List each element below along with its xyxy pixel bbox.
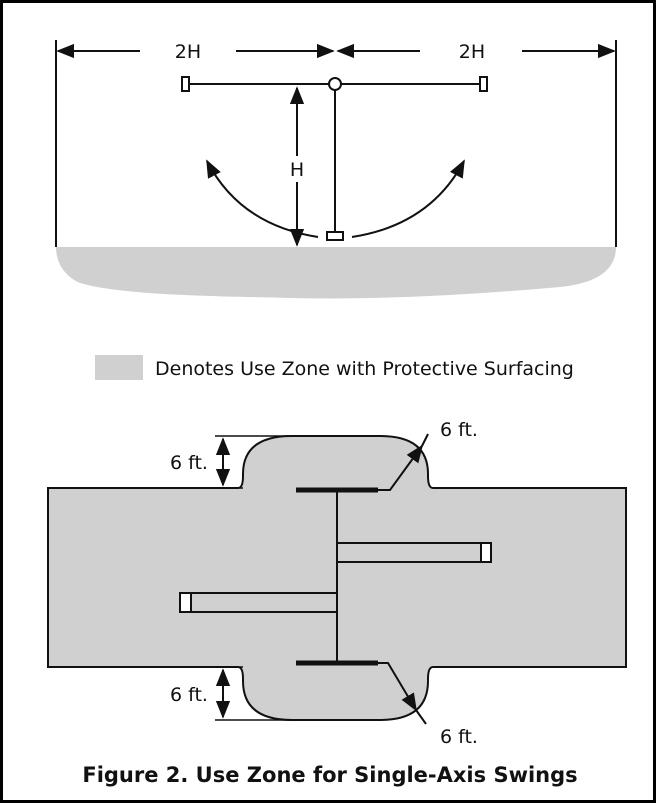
width-label-left: 2H — [175, 41, 201, 63]
ground-surfacing — [56, 247, 616, 299]
swing-arc-right — [351, 159, 465, 238]
bottom-leader-line — [378, 662, 417, 712]
beam-end-right — [479, 76, 488, 92]
pivot-point — [328, 77, 342, 91]
bottom-leader-tail — [415, 709, 427, 725]
top-leader-tail — [421, 433, 429, 447]
swing-seat — [326, 231, 344, 241]
legend-text: Denotes Use Zone with Protective Surfaci… — [155, 358, 574, 380]
top-leader-label: 6 ft. — [440, 419, 478, 441]
beam-end-left — [181, 76, 190, 92]
swing-seat-left-end — [179, 592, 192, 613]
swing-seat-right — [336, 542, 492, 563]
swing-arc-left — [206, 159, 319, 238]
bottom-side-label: 6 ft. — [170, 684, 208, 706]
legend: Denotes Use Zone with Protective Surfaci… — [95, 355, 574, 380]
figure-caption: Figure 2. Use Zone for Single-Axis Swing… — [82, 763, 577, 787]
width-label-right: 2H — [459, 41, 485, 63]
height-label-bg — [285, 156, 309, 182]
top-side-label: 6 ft. — [170, 452, 208, 474]
elevation-diagram: 2H 2H H — [55, 40, 617, 299]
swing-seat-right-end — [480, 542, 492, 563]
bottom-leader-label: 6 ft. — [440, 726, 478, 748]
legend-swatch — [95, 355, 143, 380]
plan-diagram: 6 ft. 6 ft. 6 ft. 6 ft. — [47, 419, 627, 748]
height-label: H — [290, 159, 304, 181]
top-leader-line — [378, 444, 424, 491]
swing-seat-left — [179, 592, 338, 613]
